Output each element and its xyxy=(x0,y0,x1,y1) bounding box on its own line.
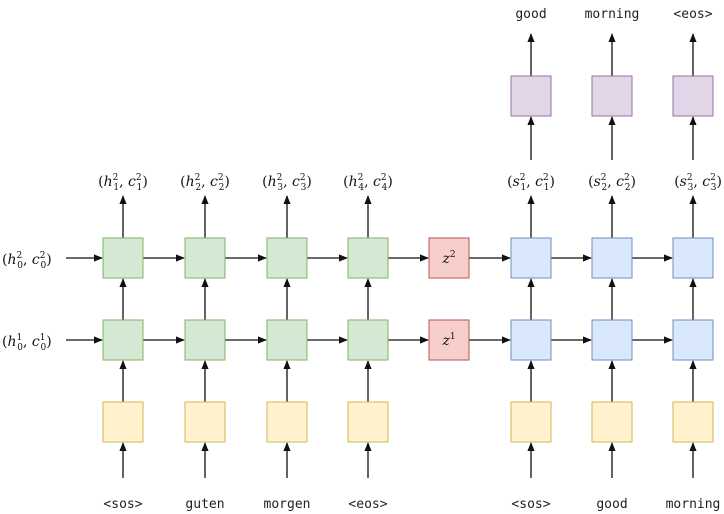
context-z1-box xyxy=(428,319,470,361)
decoder-rnn-layer1-box xyxy=(672,319,714,361)
decoder-rnn-layer1-box xyxy=(510,319,552,361)
decoder-output-token: <eos> xyxy=(673,7,712,22)
decoder-output-token: morning xyxy=(585,7,640,22)
decoder-embedding-box xyxy=(591,401,633,443)
decoder-output-box xyxy=(591,75,633,117)
encoder-embedding-box xyxy=(347,401,389,443)
encoder-rnn-layer1-box xyxy=(102,319,144,361)
encoder-embedding-box xyxy=(184,401,226,443)
encoder-rnn-layer1-box xyxy=(184,319,226,361)
decoder-rnn-layer1-box xyxy=(591,319,633,361)
decoder-rnn-layer2-box xyxy=(510,237,552,279)
decoder-output-box xyxy=(672,75,714,117)
encoder-input-token: <eos> xyxy=(348,497,387,512)
context-z1-label: z1 xyxy=(441,332,455,349)
decoder-output-box xyxy=(510,75,552,117)
encoder-input-token: guten xyxy=(185,497,224,512)
decoder-input-token: morning xyxy=(666,497,721,512)
encoder-input-token: morgen xyxy=(264,497,311,512)
decoder-input-token: good xyxy=(596,497,627,512)
decoder-rnn-layer2-box xyxy=(591,237,633,279)
encoder-input-token: <sos> xyxy=(103,497,142,512)
encoder-rnn-layer2-box xyxy=(102,237,144,279)
edges xyxy=(66,33,697,478)
encoder-rnn-layer1-box xyxy=(266,319,308,361)
encoder-rnn-layer1-box xyxy=(347,319,389,361)
decoder-rnn-layer2-box xyxy=(672,237,714,279)
decoder-input-token: <sos> xyxy=(511,497,550,512)
boxes xyxy=(102,75,714,443)
context-z2-box xyxy=(428,237,470,279)
decoder-embedding-box xyxy=(672,401,714,443)
encoder-embedding-box xyxy=(102,401,144,443)
encoder-rnn-layer2-box xyxy=(184,237,226,279)
encoder-rnn-layer2-box xyxy=(347,237,389,279)
encoder-embedding-box xyxy=(266,401,308,443)
decoder-output-token: good xyxy=(515,7,546,22)
context-z2-label: z2 xyxy=(441,250,455,267)
decoder-embedding-box xyxy=(510,401,552,443)
encoder-rnn-layer2-box xyxy=(266,237,308,279)
